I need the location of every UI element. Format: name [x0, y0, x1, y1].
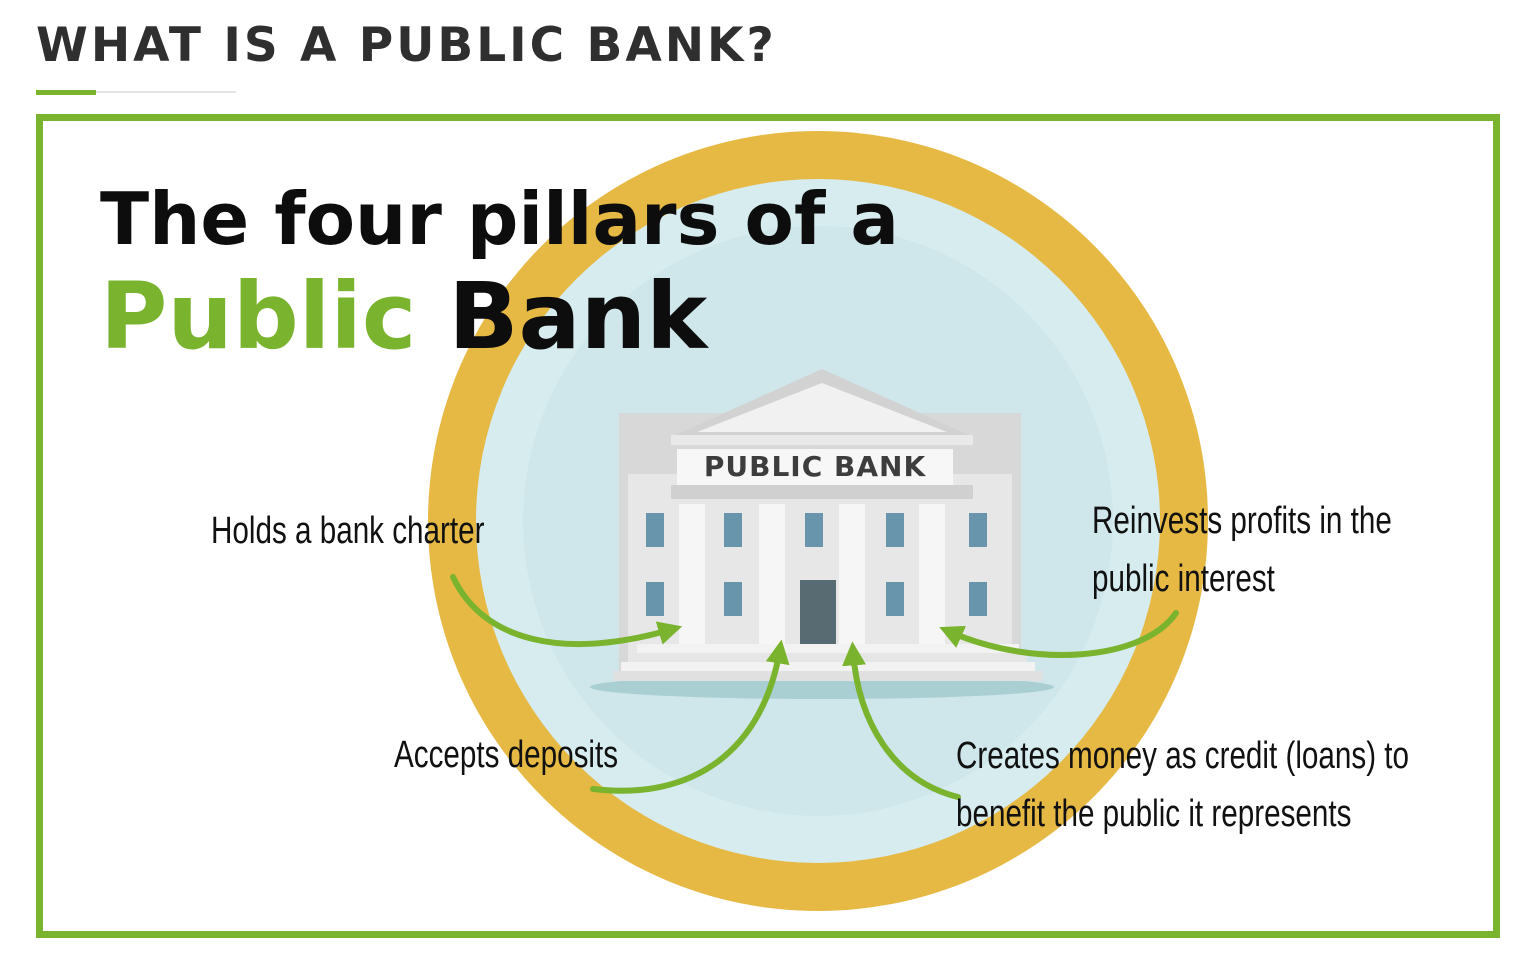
headline-line-1: The four pillars of a: [100, 177, 899, 261]
arrow-charter: [450, 574, 683, 647]
headline-public-word: Public: [100, 263, 417, 370]
page-title: WHAT IS A PUBLIC BANK?: [36, 18, 777, 73]
bank-building-icon: [590, 369, 1054, 699]
pillar-reinvests-profits: Reinvests profits in the public interest: [1092, 500, 1392, 600]
headline-bank-word: Bank: [448, 263, 708, 370]
infographic-frame: PUBLIC BANK The four pillars of a Public…: [36, 114, 1500, 938]
pillar-creates-credit: Creates money as credit (loans) to benef…: [956, 735, 1410, 835]
title-underline: [96, 91, 236, 93]
infographic-headline: The four pillars of a Public Bank: [100, 171, 899, 367]
arrow-profits: [939, 610, 1179, 658]
title-underline-accent: [36, 90, 96, 95]
infographic-graphic: [428, 131, 1208, 911]
arrow-credit: [842, 641, 961, 800]
pillar-accepts-deposits: Accepts deposits: [394, 734, 619, 776]
bank-sign-label: PUBLIC BANK: [703, 450, 927, 483]
headline-line-2: Public Bank: [100, 267, 899, 367]
arrow-deposits: [590, 639, 790, 794]
pillar-bank-charter: Holds a bank charter: [211, 510, 485, 552]
